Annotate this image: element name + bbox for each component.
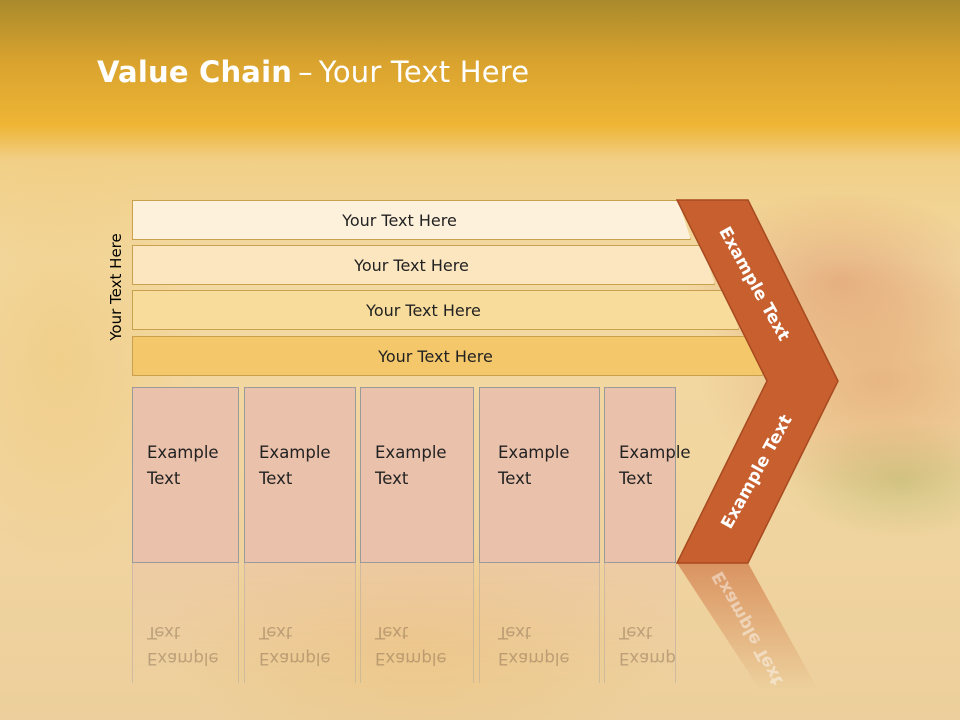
activity-box-2-line2: Text	[259, 469, 293, 488]
band-4: Your Text Here	[132, 336, 763, 376]
band-4-label: Your Text Here	[378, 346, 493, 366]
band-3-label: Your Text Here	[366, 300, 481, 320]
activity-box-4: Example Text	[479, 387, 600, 563]
activity-box-2-line1: Example	[259, 443, 331, 462]
title-rest-part: Your Text Here	[318, 55, 530, 89]
slide-title: Value Chain–Your Text Here	[97, 55, 529, 89]
activity-box-5: Example Text	[604, 387, 691, 563]
activity-box-3-line2: Text	[375, 469, 409, 488]
title-separator: –	[298, 55, 313, 89]
activity-box-5-line2: Text	[619, 469, 653, 488]
activity-box-4-line1: Example	[498, 443, 570, 462]
activity-box-1-line1: Example	[147, 443, 219, 462]
activity-box-2: Example Text	[244, 387, 356, 563]
chevron-shape	[675, 199, 839, 564]
activity-box-3-line1: Example	[375, 443, 447, 462]
activity-box-3: Example Text	[360, 387, 474, 563]
title-bold-part: Value Chain	[97, 55, 293, 89]
band-2-label: Your Text Here	[354, 255, 469, 275]
activity-box-1-line2: Text	[147, 469, 181, 488]
band-2: Your Text Here	[132, 245, 715, 285]
activity-box-1: Example Text	[132, 387, 239, 563]
activity-box-5-line1: Example	[619, 443, 691, 462]
activity-box-4-line2: Text	[498, 469, 532, 488]
band-1-label: Your Text Here	[342, 210, 457, 230]
band-3: Your Text Here	[132, 290, 739, 330]
